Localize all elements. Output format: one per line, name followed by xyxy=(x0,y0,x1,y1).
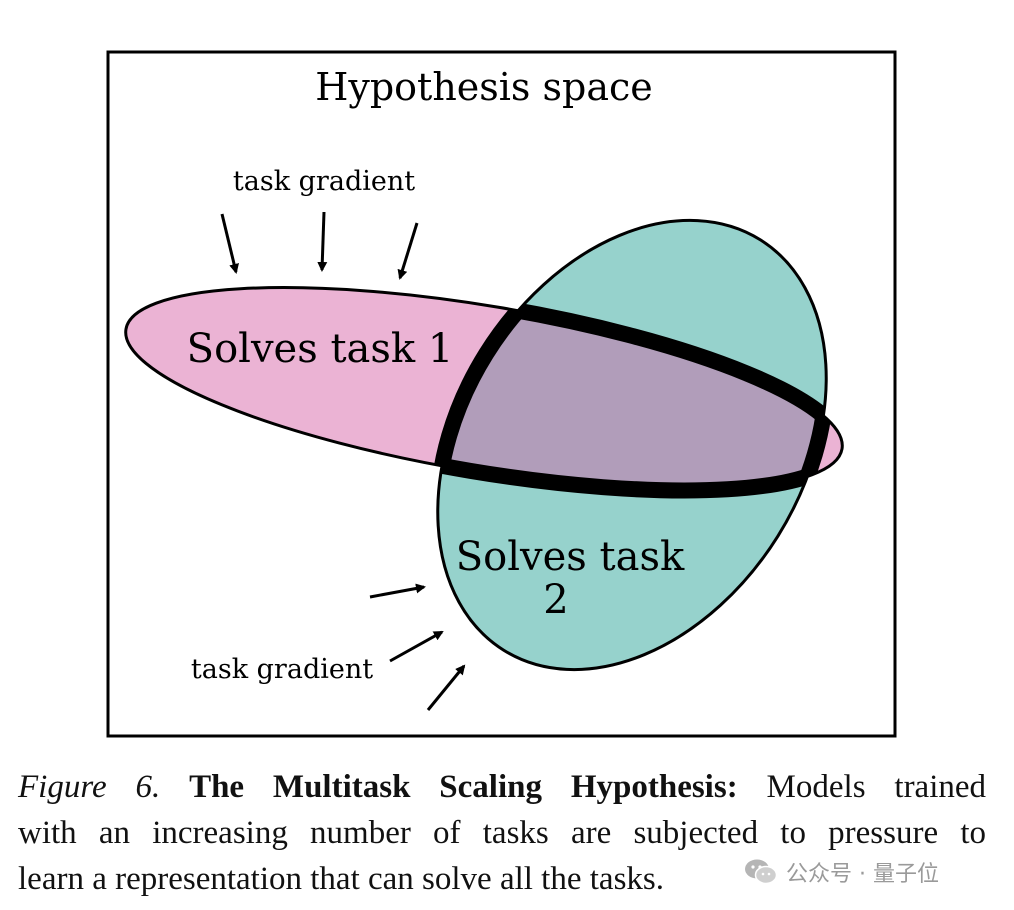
figure: Hypothesis space Solves task 1 Solves ta… xyxy=(106,50,897,738)
ellipse-task2-label-line1: Solves task xyxy=(456,534,685,580)
top-gradient-arrow-3 xyxy=(397,222,419,280)
watermark-text: 公众号 · 量子位 xyxy=(786,862,939,887)
bottom-gradient-arrow-1 xyxy=(369,583,426,599)
ellipse-task2-label-line2: 2 xyxy=(543,577,568,623)
caption-figure-number: Figure 6. xyxy=(18,769,161,805)
bottom-gradient-arrow-3 xyxy=(426,664,466,711)
figure-caption: Figure 6. The Multitask Scaling Hypothes… xyxy=(18,764,986,902)
caption-line-2: with an increasing number of tasks are s… xyxy=(18,815,986,851)
caption-bold-title: The Multitask Scaling Hypothesis: xyxy=(189,769,738,805)
intersection-border xyxy=(429,247,835,531)
top-gradient-label: task gradient xyxy=(233,166,415,197)
bottom-gradient-label: task gradient xyxy=(191,654,373,685)
top-gradient-arrow-1 xyxy=(220,213,239,274)
top-gradient-arrow-2 xyxy=(317,211,328,272)
watermark: 公众号 · 量子位 xyxy=(744,852,994,892)
ellipse-task1-label: Solves task 1 xyxy=(187,326,454,372)
bottom-gradient-arrow-2 xyxy=(389,630,444,663)
caption-line-1: Figure 6. The Multitask Scaling Hypothes… xyxy=(18,764,986,810)
caption-line-3: learn a representation that can solve al… xyxy=(18,861,664,897)
caption-line1-rest: Models trained xyxy=(766,769,987,805)
hypothesis-space-box xyxy=(106,50,897,738)
hypothesis-space-diagram: Hypothesis space Solves task 1 Solves ta… xyxy=(106,50,897,738)
figure-title: Hypothesis space xyxy=(315,65,653,109)
wechat-icon xyxy=(745,859,778,885)
